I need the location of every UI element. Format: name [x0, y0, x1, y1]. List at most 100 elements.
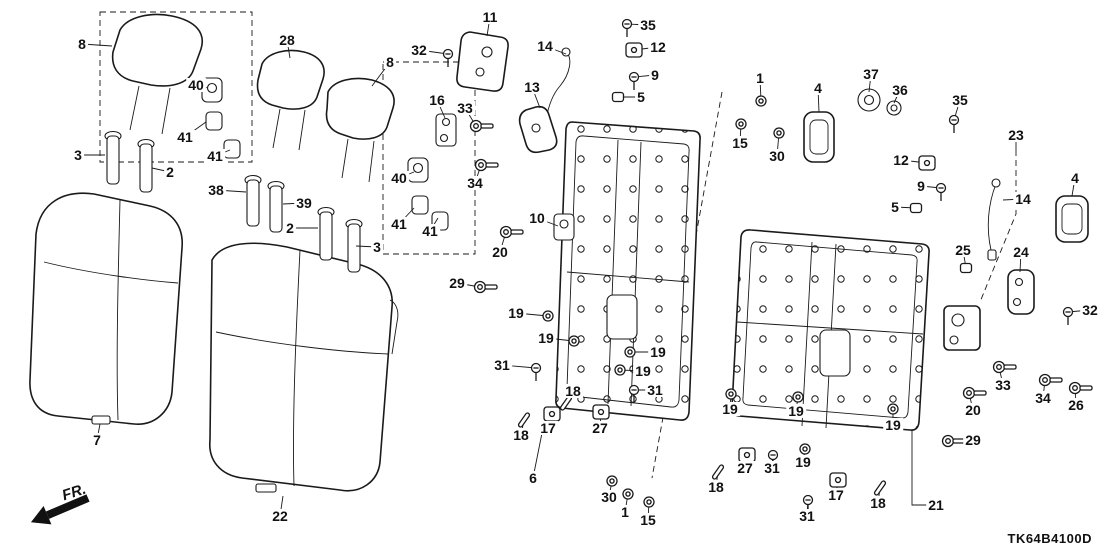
callout-9: 9 — [915, 178, 927, 194]
callout-8: 8 — [384, 54, 396, 70]
callout-35: 35 — [638, 17, 658, 33]
clip-icon — [909, 202, 923, 214]
callout-11: 11 — [480, 9, 500, 25]
washer-icon — [542, 310, 554, 322]
callout-19: 19 — [536, 330, 556, 346]
callout-35: 35 — [950, 92, 970, 108]
callout-32: 32 — [1080, 302, 1100, 318]
callout-15: 15 — [730, 135, 750, 151]
callout-20: 20 — [963, 402, 983, 418]
callout-31: 31 — [492, 357, 512, 373]
diagram-code: TK64B4100D — [1007, 531, 1092, 546]
callout-34: 34 — [1033, 390, 1053, 406]
callout-18: 18 — [706, 479, 726, 495]
washer-icon — [725, 388, 737, 400]
latch-parts — [435, 31, 575, 241]
callout-7: 7 — [91, 432, 103, 448]
pin-icon — [517, 412, 531, 428]
bolt-icon — [962, 386, 987, 400]
callout-41: 41 — [389, 216, 409, 232]
callout-29: 29 — [963, 432, 983, 448]
headrest-guides — [201, 77, 449, 231]
pin-icon — [873, 480, 887, 496]
bolt-icon — [992, 360, 1017, 374]
callout-25: 25 — [953, 242, 973, 258]
callout-19: 19 — [883, 417, 903, 433]
callout-3: 3 — [72, 147, 84, 163]
headrest-right — [325, 77, 395, 183]
callout-27: 27 — [735, 460, 755, 476]
clip-icon — [959, 262, 973, 274]
washer-icon — [735, 118, 747, 130]
washer-icon — [568, 335, 580, 347]
washer-icon — [622, 488, 634, 500]
callout-14: 14 — [535, 38, 555, 54]
callout-20: 20 — [490, 244, 510, 260]
screw-icon — [530, 362, 542, 381]
callout-38: 38 — [206, 182, 226, 198]
callout-29: 29 — [447, 275, 467, 291]
screw-icon — [628, 71, 640, 90]
callout-19: 19 — [633, 363, 653, 379]
callout-17: 17 — [538, 420, 558, 436]
callout-1: 1 — [619, 504, 631, 520]
callout-37: 37 — [861, 66, 881, 82]
callout-40: 40 — [186, 77, 206, 93]
screw-icon — [628, 384, 640, 403]
callout-17: 17 — [826, 487, 846, 503]
bracket-icon — [592, 404, 610, 420]
screw-icon — [1062, 306, 1074, 325]
seat-back-left — [29, 192, 183, 425]
bolt-icon — [1068, 381, 1093, 395]
callout-18: 18 — [868, 495, 888, 511]
callout-33: 33 — [993, 377, 1013, 393]
callout-31: 31 — [797, 508, 817, 524]
washer-icon — [614, 364, 626, 376]
callout-32: 32 — [409, 42, 429, 58]
headrest-left — [111, 13, 203, 135]
screw-icon — [935, 182, 947, 201]
bolt-icon — [499, 225, 524, 239]
callout-13: 13 — [522, 79, 542, 95]
callout-4: 4 — [812, 80, 824, 96]
callout-9: 9 — [649, 67, 661, 83]
pin-icon — [711, 464, 725, 480]
bracket-icon — [829, 472, 847, 488]
washer-icon — [624, 346, 636, 358]
callout-26: 26 — [1066, 397, 1086, 413]
callout-1: 1 — [754, 70, 766, 86]
fr-arrow-icon — [30, 494, 90, 525]
callout-8: 8 — [76, 36, 88, 52]
callout-5: 5 — [635, 89, 647, 105]
right-side-parts — [803, 88, 1089, 351]
callout-31: 31 — [645, 382, 665, 398]
callout-41: 41 — [175, 129, 195, 145]
callout-5: 5 — [889, 199, 901, 215]
callout-34: 34 — [465, 175, 485, 191]
callout-19: 19 — [793, 454, 813, 470]
callout-23: 23 — [1006, 127, 1026, 143]
callout-24: 24 — [1011, 244, 1031, 260]
leader-layer — [78, 16, 1093, 521]
bracket-icon — [918, 155, 936, 171]
callout-27: 27 — [590, 420, 610, 436]
callout-12: 12 — [891, 152, 911, 168]
bracket-icon — [738, 447, 756, 463]
callout-36: 36 — [890, 82, 910, 98]
screw-icon — [621, 18, 633, 37]
washer-icon — [887, 403, 899, 415]
callout-21: 21 — [926, 497, 946, 513]
headrest-center — [256, 49, 325, 151]
screw-icon — [442, 48, 454, 67]
callout-18: 18 — [563, 383, 583, 399]
bracket-icon — [625, 42, 643, 58]
callout-19: 19 — [506, 305, 526, 321]
callout-41: 41 — [205, 148, 225, 164]
washer-icon — [799, 443, 811, 455]
bolt-icon — [1038, 373, 1063, 387]
callout-30: 30 — [599, 489, 619, 505]
seat-back-center — [209, 242, 399, 493]
callout-4: 4 — [1069, 170, 1081, 186]
bolt-icon — [469, 119, 494, 133]
